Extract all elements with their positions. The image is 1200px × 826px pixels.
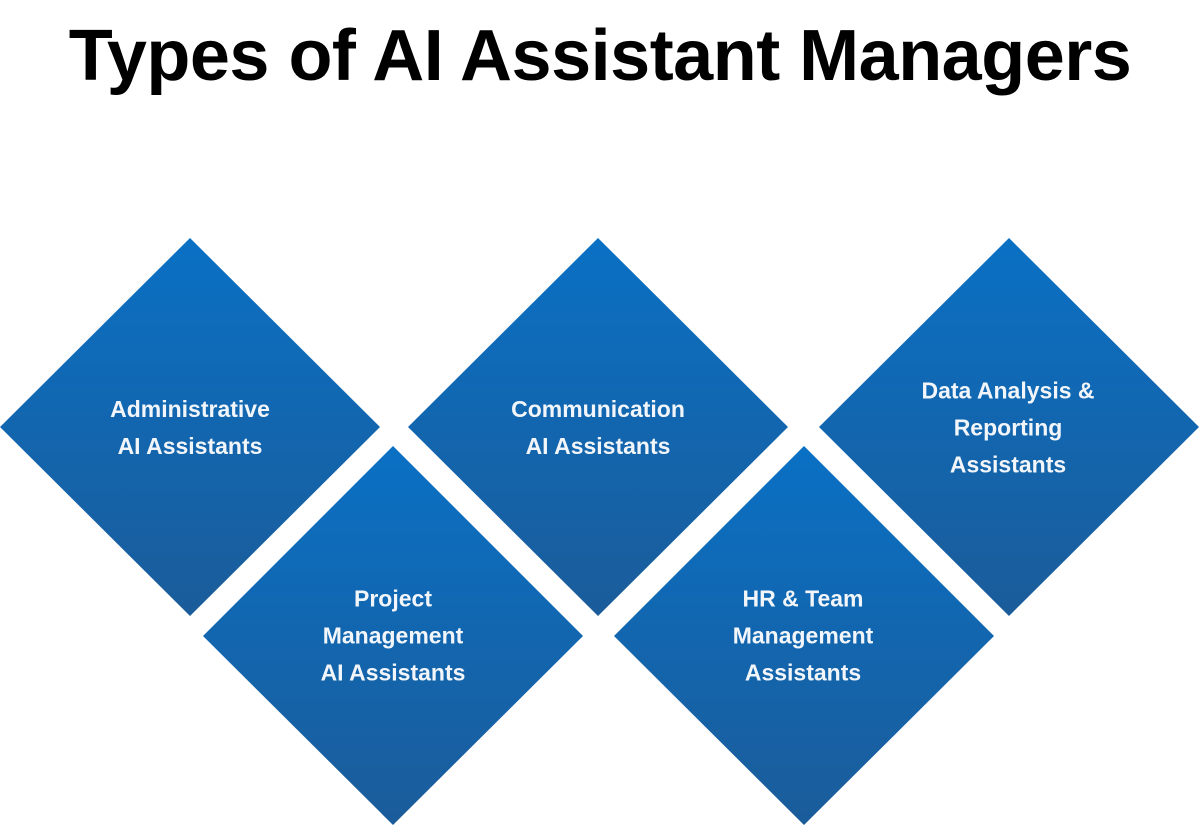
label-project-management: Project Management AI Assistants: [263, 581, 523, 692]
diamond-communication: [408, 238, 788, 616]
label-line: AI Assistants: [320, 659, 466, 686]
label-line: AI Assistants: [525, 433, 671, 459]
label-data-analysis: Data Analysis & Reporting Assistants: [878, 373, 1138, 484]
label-line: Administrative: [110, 396, 270, 422]
label-line: AI Assistants: [117, 433, 263, 459]
label-line: Assistants: [744, 659, 862, 686]
label-administrative: Administrative AI Assistants: [60, 391, 320, 465]
label-communication: Communication AI Assistants: [468, 391, 728, 465]
label-line: Assistants: [949, 451, 1067, 478]
diamond-hr-team: [614, 446, 994, 825]
page-title: Types of AI Assistant Managers: [68, 16, 1132, 96]
label-line: Management: [732, 622, 874, 649]
label-line: HR & Team: [742, 585, 864, 612]
label-line: Communication: [511, 396, 685, 422]
label-line: Data Analysis &: [921, 377, 1095, 404]
diamond-data-analysis: [819, 238, 1199, 616]
label-hr-team: HR & Team Management Assistants: [673, 581, 933, 692]
label-line: Management: [322, 622, 464, 649]
label-line: Reporting: [953, 414, 1063, 441]
label-line: Project: [354, 585, 432, 612]
diamond-project-management: [203, 446, 583, 825]
diamond-administrative: [0, 238, 380, 616]
